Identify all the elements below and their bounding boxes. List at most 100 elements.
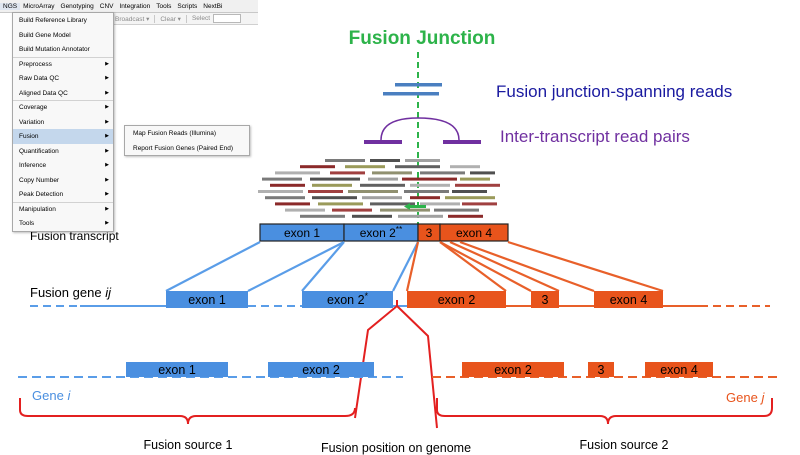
- fusion-gene-exon: [302, 291, 393, 308]
- fusion-source-2-label: Fusion source 2: [580, 438, 669, 452]
- read: [410, 183, 450, 187]
- menu-item[interactable]: Raw Data QC▶: [13, 71, 113, 86]
- menu-item[interactable]: Manipulation▶: [13, 201, 113, 217]
- menu-item[interactable]: Aligned Data QC▶: [13, 86, 113, 101]
- read: [434, 208, 479, 212]
- menubar-item[interactable]: Genotyping: [60, 2, 94, 10]
- read: [405, 159, 440, 162]
- menu-item[interactable]: Peak Detection▶: [13, 187, 113, 202]
- select-label[interactable]: Select: [191, 15, 211, 22]
- fusion-gene-exon-label: exon 4: [610, 293, 648, 307]
- menubar-item[interactable]: NGS: [0, 2, 21, 10]
- menu-item-label: Build Mutation Annotator: [19, 46, 90, 53]
- menubar-item[interactable]: Tools: [156, 2, 172, 10]
- read-pair-right: [443, 140, 481, 144]
- read: [258, 190, 303, 193]
- read-pair-arc: [380, 117, 460, 141]
- menubar-item[interactable]: MicroArray: [23, 2, 55, 10]
- read: [452, 190, 487, 193]
- toolbar: Broadcast ▾ Clear ▾ Select: [112, 13, 258, 25]
- menu-item-label: Copy Number: [19, 176, 60, 184]
- menu-item[interactable]: Build Reference Library: [13, 13, 113, 28]
- read: [380, 208, 430, 212]
- menu-item[interactable]: Fusion▶: [13, 129, 113, 144]
- gene-i-exon: [126, 362, 228, 377]
- spanning-read: [395, 83, 442, 87]
- menu-item-label: Aligned Data QC: [19, 89, 68, 97]
- fusion-submenu: Map Fusion Reads (Illumina) Report Fusion…: [124, 125, 250, 156]
- read: [450, 165, 480, 169]
- read: [360, 183, 405, 187]
- transcript-mapping-lines: [165, 240, 664, 293]
- menubar-item[interactable]: Scripts: [177, 2, 198, 10]
- read: [308, 190, 343, 193]
- clear-button[interactable]: Clear ▾: [160, 15, 181, 23]
- fusion-gene-label: Fusion gene ij: [30, 285, 112, 300]
- fusion-gene-exon: [594, 291, 663, 308]
- menu-item[interactable]: Preprocess ▶: [13, 56, 113, 72]
- menu-item[interactable]: Copy Number▶: [13, 173, 113, 188]
- menu-item[interactable]: Build Gene Model: [13, 28, 113, 43]
- read: [348, 190, 398, 193]
- gene-i-label: Gene i: [32, 388, 71, 403]
- junction-read: [408, 205, 426, 208]
- read: [312, 196, 357, 200]
- menubar-item[interactable]: Integration: [119, 2, 151, 10]
- submenu-arrow-icon: ▶: [105, 147, 109, 154]
- fusion-gene-exon: [407, 291, 506, 308]
- read: [420, 171, 465, 175]
- menu-item-label: Build Reference Library: [19, 17, 87, 24]
- read: [462, 202, 497, 206]
- spanning-reads-label: Fusion junction-spanning reads: [496, 82, 732, 101]
- menu-item[interactable]: Variation▶: [13, 115, 113, 130]
- read: [312, 183, 352, 187]
- read: [318, 202, 363, 206]
- submenu-item[interactable]: Map Fusion Reads (Illumina): [133, 130, 217, 137]
- read: [300, 214, 345, 218]
- read-pairs-label: Inter-transcript read pairs: [500, 127, 690, 146]
- menu-item[interactable]: Coverage▶: [13, 100, 113, 115]
- read: [395, 165, 440, 169]
- read: [404, 190, 449, 193]
- fusion-gene-exon: [166, 291, 248, 308]
- fusion-gene-exon-label: exon 1: [188, 293, 226, 307]
- fusion-source-2-brace: [436, 398, 773, 425]
- menu-item[interactable]: Tools▶: [13, 216, 113, 231]
- submenu-arrow-icon: ▶: [105, 60, 109, 67]
- read: [270, 183, 305, 187]
- menu-item-label: Manipulation: [19, 205, 56, 213]
- broadcast-button[interactable]: Broadcast ▾: [115, 15, 150, 23]
- read: [370, 202, 415, 206]
- menu-item[interactable]: Build Mutation Annotator: [13, 42, 113, 57]
- read: [455, 183, 500, 187]
- menu-item[interactable]: Quantification ▶: [13, 144, 113, 159]
- menu-item-label: Coverage: [19, 104, 48, 111]
- menu-item-label: Quantification: [19, 147, 59, 155]
- gene-i-exon-label: exon 1: [158, 363, 196, 377]
- menu-item-label: Preprocess: [19, 60, 52, 68]
- submenu-arrow-icon: ▶: [105, 220, 109, 226]
- select-input[interactable]: [213, 14, 242, 23]
- read: [332, 208, 372, 212]
- gene-j-exon: [588, 362, 614, 377]
- menubar-item[interactable]: CNV: [99, 2, 114, 10]
- read: [352, 214, 392, 218]
- submenu-arrow-icon: ▶: [105, 162, 109, 168]
- submenu-item[interactable]: Report Fusion Genes (Paired End): [133, 144, 234, 152]
- menubar-item[interactable]: NextBi: [203, 2, 223, 10]
- fusion-transcript-label: Fusion transcript: [30, 229, 119, 243]
- submenu-arrow-icon: ▶: [105, 75, 109, 81]
- toolbar-separator: [154, 14, 156, 23]
- read: [345, 165, 385, 169]
- menu-item[interactable]: Inference▶: [13, 158, 113, 173]
- read: [368, 177, 398, 181]
- read: [398, 214, 443, 218]
- fusion-source-1-label: Fusion source 1: [144, 438, 233, 452]
- read: [460, 177, 490, 181]
- menu-item-label: Fusion: [19, 133, 39, 140]
- read: [300, 165, 335, 169]
